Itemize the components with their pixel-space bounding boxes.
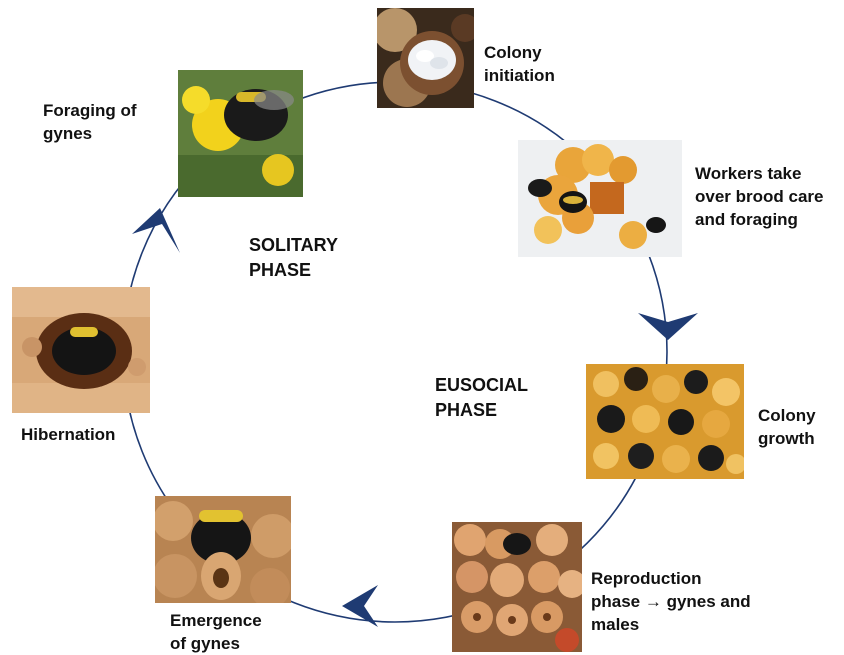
photo-hibernation — [12, 287, 150, 413]
photo-workers-take-over — [518, 140, 682, 257]
label-hibernation: Hibernation — [21, 423, 115, 446]
arrow-up-icon — [132, 208, 180, 253]
label-workers-take-over: Workers take over brood care and foragin… — [695, 162, 824, 231]
photo-foraging — [178, 70, 303, 197]
arrow-left-icon — [342, 585, 378, 627]
label-solitary-phase: SOLITARY PHASE — [249, 233, 338, 283]
photo-reproduction — [452, 522, 582, 652]
label-reproduction: Reproduction phase → gynes and males — [591, 567, 751, 636]
arrow-down-icon — [638, 313, 698, 340]
label-colony-growth: Colony growth — [758, 404, 816, 450]
label-foraging-gynes: Foraging of gynes — [43, 99, 136, 145]
label-emergence: Emergence of gynes — [170, 609, 262, 655]
label-colony-initiation: Colony initiation — [484, 41, 555, 87]
photo-colony-growth — [586, 364, 744, 479]
photo-emergence — [155, 496, 291, 603]
photo-colony-initiation — [377, 8, 474, 108]
label-eusocial-phase: EUSOCIAL PHASE — [435, 373, 528, 423]
